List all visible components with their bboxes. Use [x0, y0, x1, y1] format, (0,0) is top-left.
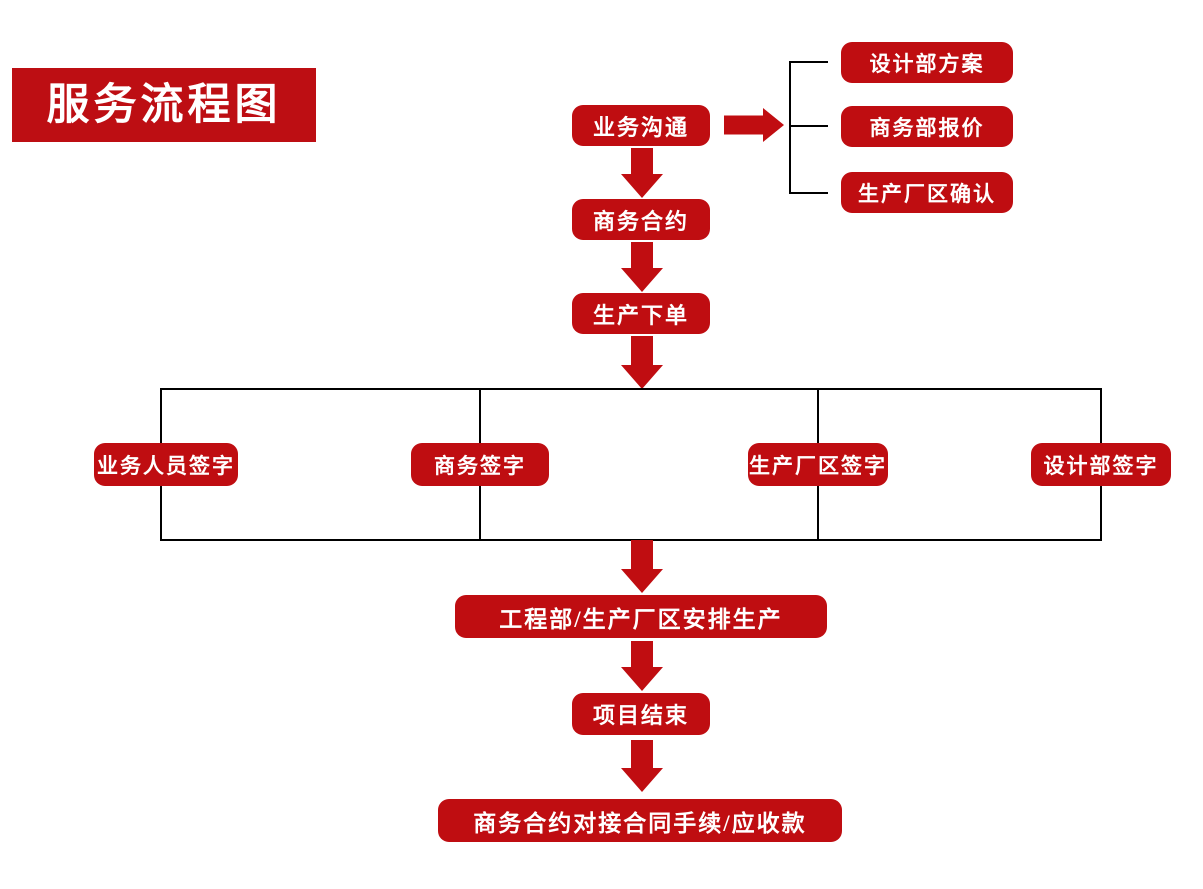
branch-bracket-stub-middle	[789, 125, 828, 127]
node-sign-sales[interactable]: 业务人员签字	[94, 443, 238, 486]
arrow-down-production-to-end	[614, 641, 670, 691]
arrow-stem	[631, 148, 653, 176]
node-production-order[interactable]: 生产下单	[572, 293, 710, 334]
arrow-stem	[631, 740, 653, 770]
page-title: 服务流程图	[46, 81, 282, 129]
node-sign-design[interactable]: 设计部签字	[1031, 443, 1171, 486]
arrow-head	[621, 268, 663, 292]
arrow-head	[621, 768, 663, 792]
arrow-head	[621, 365, 663, 389]
arrow-head	[621, 569, 663, 593]
arrow-down-contract-to-order	[614, 242, 670, 292]
arrow-right-head	[763, 108, 784, 142]
arrow-stem	[631, 242, 653, 270]
node-contract-handover[interactable]: 商务合约对接合同手续/应收款	[438, 799, 842, 842]
node-business-dept-quote[interactable]: 商务部报价	[841, 106, 1013, 147]
node-design-dept-plan[interactable]: 设计部方案	[841, 42, 1013, 83]
arrow-down-end-to-handover	[614, 740, 670, 792]
node-project-end[interactable]: 项目结束	[572, 693, 710, 735]
arrow-head	[621, 174, 663, 198]
arrow-down-communication-to-contract	[614, 148, 670, 198]
arrow-down-signatures-to-production	[614, 540, 670, 593]
arrow-stem	[631, 540, 653, 571]
arrow-stem	[631, 641, 653, 669]
arrow-head	[621, 667, 663, 691]
arrow-right-to-branches	[724, 108, 784, 142]
node-business-communication[interactable]: 业务沟通	[572, 105, 710, 146]
arrow-stem	[631, 336, 653, 366]
node-factory-confirm[interactable]: 生产厂区确认	[841, 172, 1013, 213]
node-arrange-production[interactable]: 工程部/生产厂区安排生产	[455, 595, 827, 638]
node-business-contract[interactable]: 商务合约	[572, 199, 710, 240]
branch-bracket-stub-bottom	[789, 192, 828, 194]
arrow-right-stem	[724, 115, 764, 135]
branch-bracket-spine	[789, 61, 791, 194]
branch-bracket-stub-top	[789, 61, 828, 63]
page-title-banner: 服务流程图	[12, 68, 316, 142]
node-sign-business[interactable]: 商务签字	[411, 443, 549, 486]
signature-bracket-top	[160, 388, 1102, 390]
arrow-down-order-to-signatures	[614, 336, 670, 389]
node-sign-factory[interactable]: 生产厂区签字	[748, 443, 888, 486]
